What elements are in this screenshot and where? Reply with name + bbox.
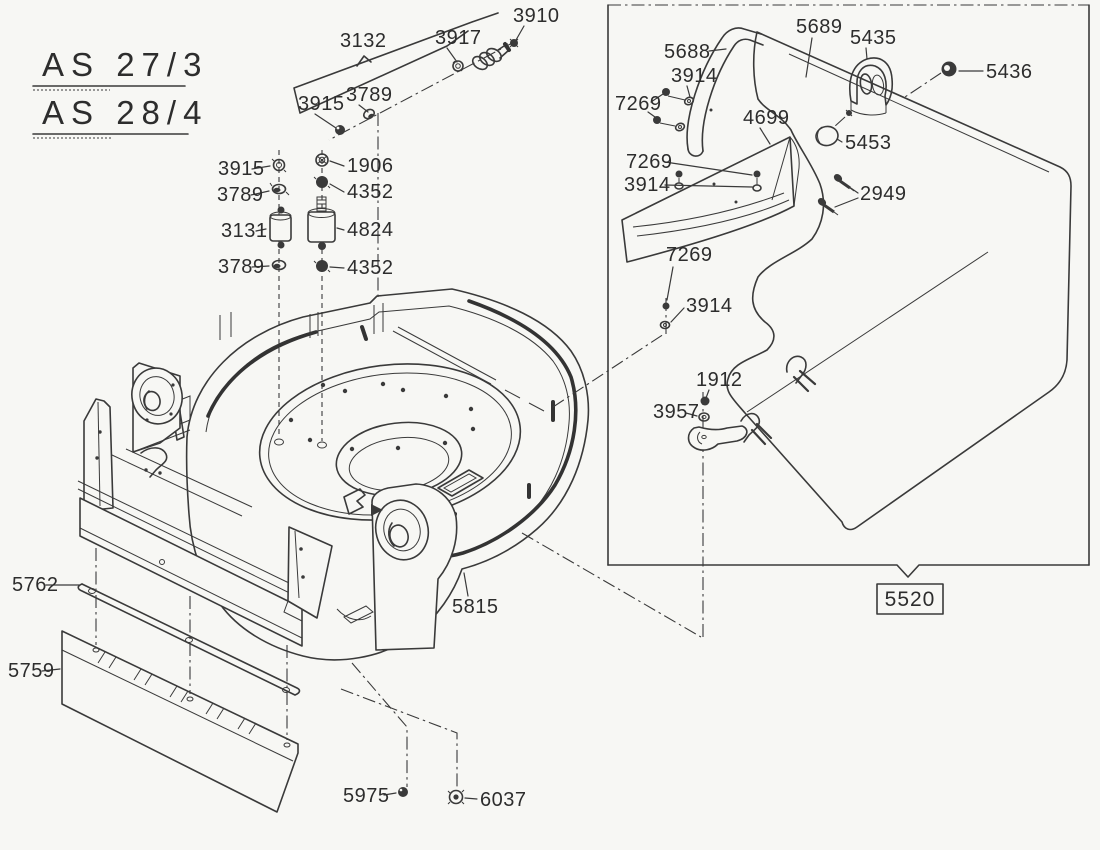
label-4699: 4699 <box>743 107 790 129</box>
label-3915-upper: 3915 <box>298 93 345 115</box>
frame-post <box>83 398 114 512</box>
screw-7269-lower <box>659 298 671 334</box>
label-5436: 5436 <box>986 61 1033 83</box>
label-5975: 5975 <box>343 785 390 807</box>
hook-lower <box>740 412 761 443</box>
mount-column-left <box>269 158 292 271</box>
grommet-5436 <box>901 61 957 100</box>
belt-guard-band-left <box>206 330 318 418</box>
label-3914-a: 3914 <box>671 65 718 87</box>
deck-housing <box>185 288 590 661</box>
hook-upper <box>785 355 807 384</box>
label-5762: 5762 <box>12 574 59 596</box>
washer-3789-upper <box>362 108 376 120</box>
label-5435: 5435 <box>850 27 897 49</box>
label-2949: 2949 <box>860 183 907 205</box>
chute-4699 <box>621 136 800 263</box>
bag-bracket-assembly <box>687 355 817 565</box>
handle-screws-7269 <box>653 88 670 124</box>
rim-pins <box>360 325 555 528</box>
label-3957: 3957 <box>653 401 700 423</box>
centerline-5975 <box>351 662 408 787</box>
label-3917: 3917 <box>435 27 482 49</box>
front-apron <box>79 497 303 647</box>
bag-handle-5688 <box>686 27 764 157</box>
label-7269-c: 7269 <box>666 244 713 266</box>
detail-ref-label: 5520 <box>885 588 936 611</box>
label-5759: 5759 <box>8 660 55 682</box>
label-3915: 3915 <box>218 158 265 180</box>
washer-3957 <box>698 412 710 422</box>
label-5689: 5689 <box>796 16 843 38</box>
skirt-5759 <box>61 630 299 813</box>
label-4352-a: 4352 <box>347 181 394 203</box>
spindle-tower <box>371 483 458 651</box>
deck-hatch <box>437 469 484 497</box>
mount-column-right <box>307 153 336 273</box>
nut-5975 <box>398 787 408 797</box>
direction-arrow <box>371 504 383 516</box>
deck-bolt-holes <box>274 381 476 452</box>
model-title-1: AS 27/3 <box>42 46 208 83</box>
callout-labels: 3910 3132 3917 3915 3789 3915 3789 3131 … <box>8 5 1033 811</box>
label-3914-c: 3914 <box>686 295 733 317</box>
spring-assembly <box>471 42 511 71</box>
bearing-flange <box>131 362 191 453</box>
knob-5453 <box>815 109 853 147</box>
skirt-slots <box>97 651 257 735</box>
centerline-top-bolt <box>328 40 517 141</box>
label-5815: 5815 <box>452 596 499 618</box>
label-7269-a: 7269 <box>615 93 662 115</box>
title-block: AS 27/3 AS 28/4 <box>32 46 208 139</box>
frame-assembly <box>77 392 383 647</box>
detail-ref-box <box>876 583 944 615</box>
label-1912: 1912 <box>696 369 743 391</box>
label-6037: 6037 <box>480 789 527 811</box>
detail-inset-box: 5520 <box>607 4 1090 615</box>
screw-3910 <box>509 38 519 48</box>
label-3789-b: 3789 <box>218 256 265 278</box>
label-5453: 5453 <box>845 132 892 154</box>
callout-leaders <box>41 25 984 800</box>
strip-5762 <box>77 583 301 696</box>
nut-6037 <box>447 789 465 805</box>
gusset-plate <box>283 526 333 622</box>
belt-guard-band-right <box>425 299 578 559</box>
clip-bracket <box>343 488 366 515</box>
bearing-bore <box>374 499 430 561</box>
label-7269-b: 7269 <box>626 151 673 173</box>
model-title-2: AS 28/4 <box>42 94 208 131</box>
handle-bracket-3132 <box>293 12 499 114</box>
label-4824: 4824 <box>347 219 394 241</box>
label-3132: 3132 <box>340 30 387 52</box>
label-3789-upper: 3789 <box>346 84 393 106</box>
label-3910: 3910 <box>513 5 560 27</box>
nut-3915-upper <box>335 125 345 135</box>
handle-washers-3914 <box>659 95 695 132</box>
clamp-5435 <box>849 57 894 116</box>
centerline-view-link <box>521 532 704 638</box>
label-5688: 5688 <box>664 41 711 63</box>
bolt-1912 <box>700 396 710 406</box>
deck-rod <box>392 326 545 412</box>
label-1906: 1906 <box>347 155 394 177</box>
nut-3917 <box>452 60 464 72</box>
label-4352-b: 4352 <box>347 257 394 279</box>
label-3789-a: 3789 <box>217 184 264 206</box>
label-3914-b: 3914 <box>624 174 671 196</box>
label-3131: 3131 <box>221 220 268 242</box>
grass-catcher-5689 <box>726 31 1072 531</box>
centerlines-skirt <box>95 548 288 740</box>
centerline-6037 <box>340 688 458 791</box>
